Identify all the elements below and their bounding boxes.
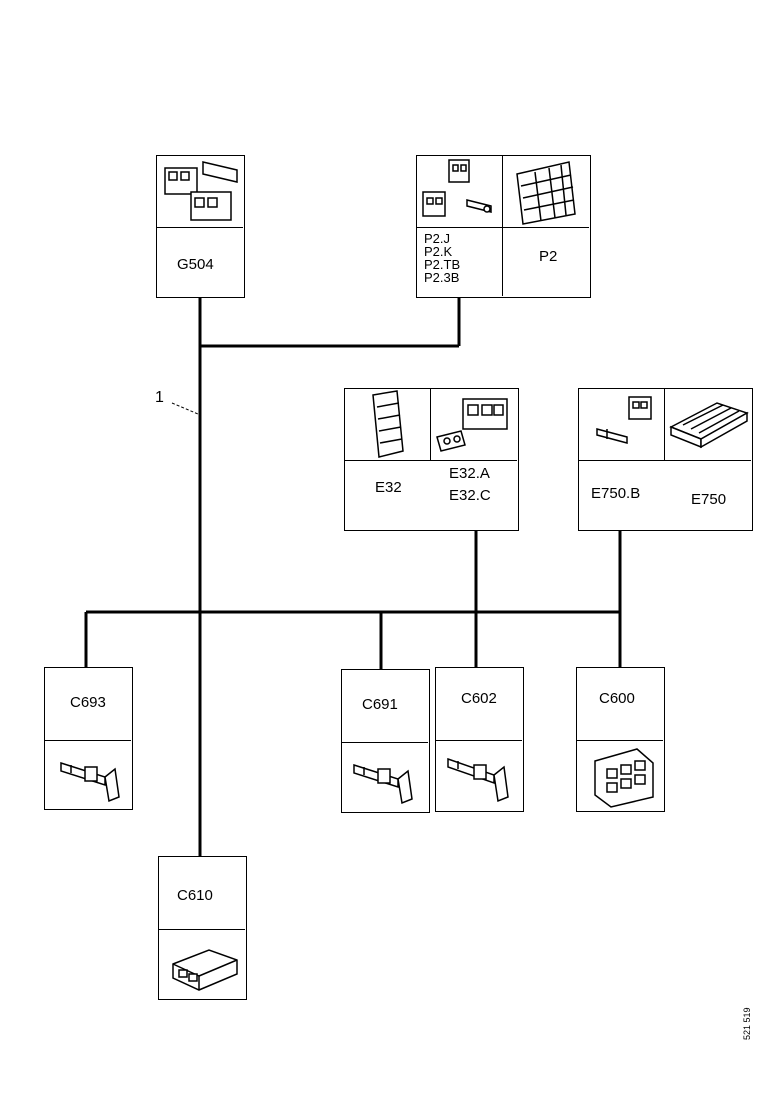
e750-image-cell	[665, 389, 751, 461]
e750b-image-cell	[579, 389, 665, 461]
connector-terminal-icon	[596, 396, 652, 444]
p2-label: P2	[539, 248, 558, 265]
connector-housing-icon	[436, 398, 508, 452]
connector-e750: E750.B E750	[578, 388, 753, 531]
connector-g504: G504	[156, 155, 245, 298]
e32-label: E32	[375, 479, 402, 496]
connector-c602: C602	[435, 667, 524, 812]
terminal-pin-icon	[447, 757, 509, 803]
g504-image-cell	[157, 156, 243, 228]
c610-label: C610	[177, 887, 213, 904]
e32-a-label: E32.A	[449, 465, 490, 482]
p2-group-image-cell	[417, 156, 503, 228]
connector-c610: C610	[158, 856, 247, 1000]
c691-image-cell	[342, 742, 428, 811]
connector-housing-icon	[594, 748, 654, 808]
p2-3b-label: P2.3B	[424, 270, 460, 285]
e32-c-label: E32.C	[449, 487, 491, 504]
c610-image-cell	[159, 929, 245, 998]
connector-p2: P2.J P2.K P2.TB P2.3B P2	[416, 155, 591, 298]
e750-label: E750	[691, 491, 727, 508]
connector-terminal-icon	[422, 159, 492, 217]
p2-tb-label: P2.TB	[424, 257, 461, 272]
p2-image-cell	[503, 156, 589, 228]
connector-c600: C600	[576, 667, 665, 812]
p2-k-label: P2.K	[424, 244, 453, 259]
c600-label: C600	[599, 690, 635, 707]
fuse-box-icon	[516, 161, 576, 225]
c693-label: C693	[70, 694, 106, 711]
connector-housing-icon	[164, 161, 238, 221]
connector-housing-icon	[372, 390, 404, 458]
c600-image-cell	[577, 740, 663, 810]
c691-label: C691	[362, 696, 398, 713]
callout-number: 1	[155, 389, 164, 406]
e32-ac-image-cell	[431, 389, 517, 461]
document-number: 521 519	[742, 1007, 752, 1040]
connector-housing-icon	[172, 949, 238, 991]
e750b-label: E750.B	[591, 485, 641, 502]
c602-label: C602	[461, 690, 497, 707]
c693-image-cell	[45, 740, 131, 808]
p2-j-label: P2.J	[424, 231, 451, 246]
g504-label: G504	[177, 256, 214, 273]
terminal-pin-icon	[60, 761, 120, 803]
connector-e32: E32 E32.A E32.C	[344, 388, 519, 531]
connector-c691: C691	[341, 669, 430, 813]
terminal-pin-icon	[353, 763, 413, 805]
control-module-icon	[669, 402, 749, 449]
callout-leader	[171, 402, 199, 415]
e32-image-cell	[345, 389, 431, 461]
p2-group-label-cell: P2.J P2.K P2.TB P2.3B	[417, 228, 503, 296]
c602-image-cell	[436, 740, 522, 810]
connector-c693: C693	[44, 667, 133, 810]
